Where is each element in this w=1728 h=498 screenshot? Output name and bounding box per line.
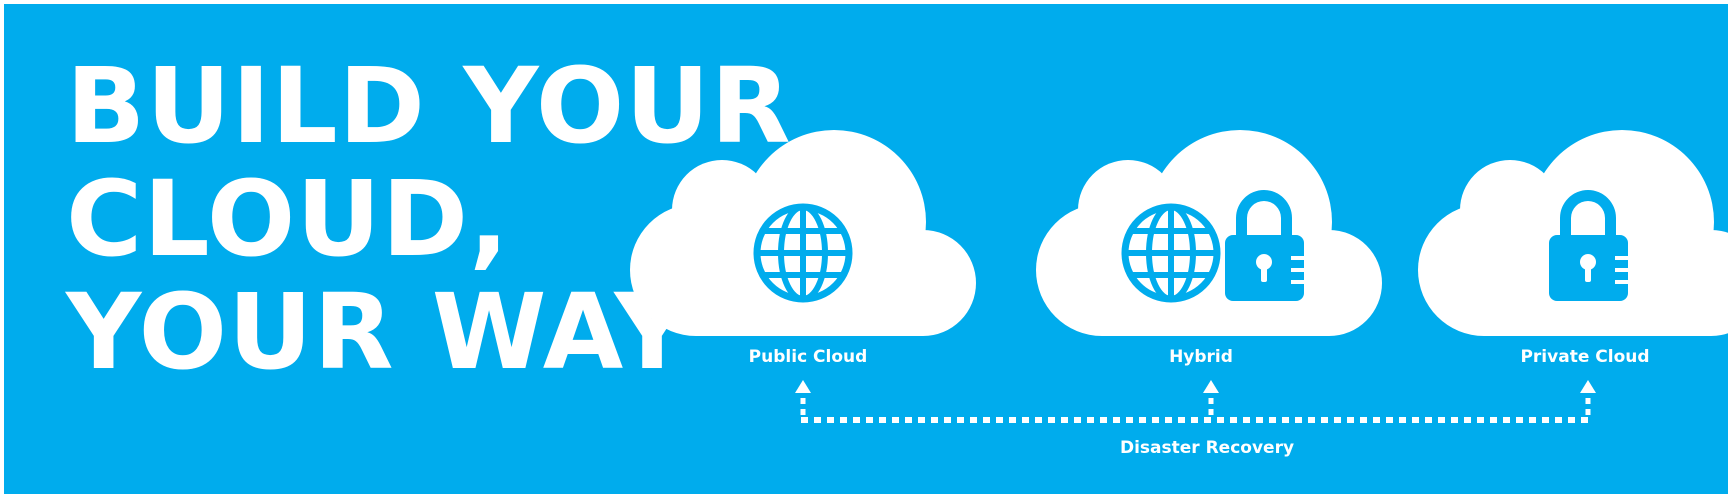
globe-icon — [1121, 203, 1221, 303]
hybrid-label: Hybrid — [1169, 347, 1233, 367]
headline-line: CLOUD, — [66, 158, 510, 280]
private-cloud-shape — [1418, 130, 1728, 336]
arrow-up-icon — [1203, 380, 1219, 393]
diagram-graphics — [630, 130, 1728, 423]
arrow-up-icon — [1580, 380, 1596, 393]
headline-line: BUILD YOUR — [66, 45, 792, 167]
arrow-up-icon — [795, 380, 811, 393]
banner: BUILD YOUR CLOUD, YOUR WAY Public Cloud … — [4, 4, 1728, 494]
private-cloud-label: Private Cloud — [1520, 347, 1650, 367]
public-cloud-label: Public Cloud — [748, 347, 868, 367]
disaster-recovery-connector — [795, 380, 1596, 423]
headline: BUILD YOUR CLOUD, YOUR WAY — [66, 50, 792, 389]
disaster-recovery-label: Disaster Recovery — [1119, 438, 1295, 458]
headline-line: YOUR WAY — [66, 271, 691, 393]
